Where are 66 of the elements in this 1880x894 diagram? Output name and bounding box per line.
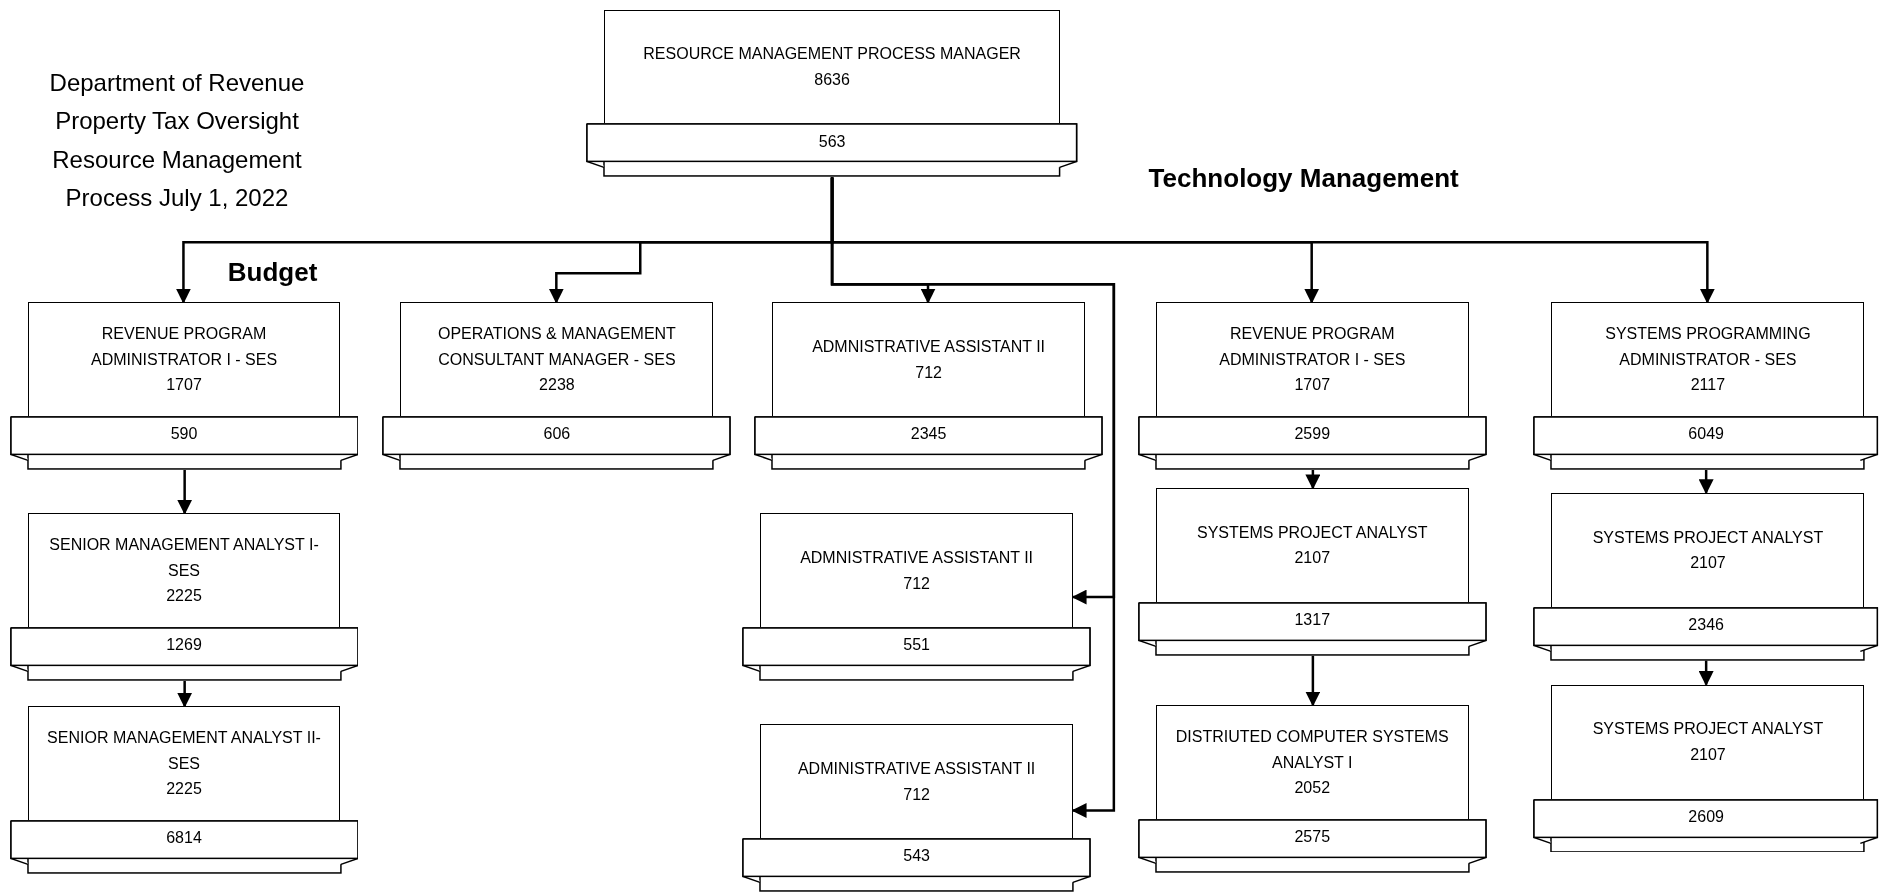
position-number: 2609 (1687, 807, 1725, 826)
class-code: 2117 (1690, 375, 1726, 396)
position-number: 590 (169, 425, 199, 444)
position-number: 6814 (165, 829, 203, 848)
position-box (27, 302, 341, 417)
position-number: 2346 (1687, 615, 1725, 634)
class-code: 1707 (166, 375, 202, 396)
position-number: 1269 (165, 636, 203, 655)
position-title: SENIOR MANAGEMENT ANALYST I-SES (48, 535, 320, 581)
section-heading: Technology Management (1148, 163, 1459, 195)
class-code: 2238 (539, 375, 575, 396)
class-code: 2225 (166, 586, 202, 607)
position-box (760, 513, 1074, 628)
position-box (772, 302, 1086, 417)
position-box (1551, 684, 1865, 799)
position-number: 1317 (1293, 611, 1332, 630)
position-box (1551, 302, 1865, 417)
connector-arrow (1698, 660, 1714, 687)
position-title: SYSTEMS PROJECT ANALYST (1592, 719, 1824, 740)
connector-arrow (830, 177, 1715, 304)
position-title: REVENUE PROGRAM ADMINISTRATOR I - SES (89, 324, 279, 370)
class-code: 712 (915, 362, 942, 383)
position-number: 2575 (1293, 828, 1332, 847)
position-box (27, 706, 341, 821)
position-box (1155, 302, 1469, 417)
chart-title: Department of Revenue Property Tax Oversight Resource Management Process July 1, 2022 (48, 68, 306, 214)
class-code: 712 (903, 573, 930, 594)
position-box (400, 302, 714, 417)
position-box (604, 9, 1060, 124)
connector-arrow (177, 470, 193, 515)
position-title: SYSTEMS PROJECT ANALYST (1592, 527, 1824, 548)
position-title: ADMNISTRATIVE ASSISTANT II (800, 548, 1034, 568)
position-number: 563 (817, 132, 847, 151)
class-code: 2052 (1294, 778, 1331, 799)
position-box (1551, 492, 1865, 607)
position-title: SYSTEMS PROGRAMMING ADMINISTRATOR - SES (1604, 324, 1812, 370)
position-title: SENIOR MANAGEMENT ANALYST II-SES (46, 728, 322, 774)
position-box (760, 724, 1074, 839)
class-code: 2107 (1294, 548, 1331, 569)
section-heading: Budget (227, 256, 318, 288)
connector-arrow (1698, 470, 1714, 495)
position-number: 551 (902, 636, 931, 655)
position-title: RESOURCE MANAGEMENT PROCESS MANAGER (643, 44, 1021, 65)
position-number: 2599 (1293, 425, 1332, 444)
position-number: 543 (902, 847, 931, 866)
class-code: 1707 (1294, 375, 1331, 396)
class-code: 2225 (166, 779, 202, 800)
position-box (1155, 488, 1469, 602)
position-box (1155, 705, 1469, 819)
position-title: OPERATIONS & MANAGEMENT CONSULTANT MANAGER - SES (436, 324, 677, 370)
position-box (27, 513, 341, 628)
connector-arrow (177, 681, 193, 708)
position-number: 2345 (909, 425, 948, 444)
position-number: 6049 (1687, 425, 1725, 444)
connector-arrow (1305, 470, 1321, 490)
position-title: DISTRIUTED COMPUTER SYSTEMS ANALYST I (1174, 727, 1450, 773)
position-title: ADMNISTRATIVE ASSISTANT II (812, 337, 1046, 357)
connector-arrow (1305, 655, 1321, 707)
position-title: ADMINISTRATIVE ASSISTANT II (797, 759, 1036, 779)
class-code: 712 (903, 784, 930, 805)
position-title: REVENUE PROGRAM ADMINISTRATOR I - SES (1218, 324, 1407, 370)
position-number: 606 (542, 425, 572, 444)
position-title: SYSTEMS PROJECT ANALYST (1197, 522, 1428, 543)
class-code: 2107 (1690, 745, 1726, 766)
class-code: 2107 (1690, 553, 1726, 574)
class-code: 8636 (814, 70, 850, 90)
